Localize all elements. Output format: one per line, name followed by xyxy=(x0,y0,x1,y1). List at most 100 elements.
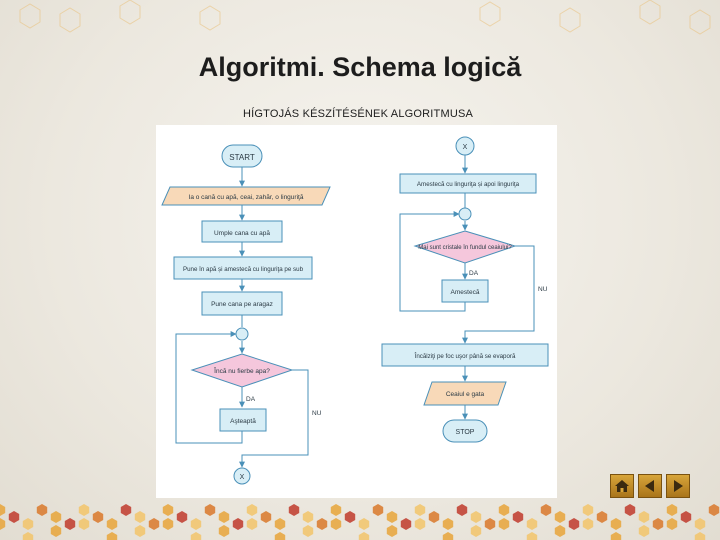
right-merge-connector xyxy=(458,207,472,221)
decorative-hexagon xyxy=(554,511,566,523)
decorative-hexagon xyxy=(372,504,384,516)
decorative-hexagon xyxy=(120,504,132,516)
right-step2-label: Încălziţi pe foc uşor până se evaporă xyxy=(414,353,516,360)
left-input-parallelogram xyxy=(161,186,331,206)
decorative-hexagon xyxy=(666,518,678,530)
slide-title: Algoritmi. Schema logică xyxy=(198,52,522,82)
left-step2-box xyxy=(173,256,313,280)
decorative-hexagon xyxy=(442,518,454,530)
decorative-hexagon xyxy=(680,511,692,523)
decorative-hexagon xyxy=(218,525,230,537)
decorative-hexagon xyxy=(50,511,62,523)
decorative-hexagon xyxy=(540,504,552,516)
next-slide-button[interactable] xyxy=(666,474,690,498)
next-icon xyxy=(674,480,683,492)
decorative-hexagon xyxy=(386,525,398,537)
right-yes-label: DA xyxy=(469,270,479,277)
home-icon xyxy=(615,480,629,492)
decorative-hexagon xyxy=(302,525,314,537)
decorative-hexagon xyxy=(302,511,314,523)
decorative-hexagon xyxy=(638,511,650,523)
decorative-hexagon xyxy=(624,504,636,516)
left-end-connector xyxy=(233,467,251,485)
decorative-hexagon xyxy=(554,525,566,537)
decorative-hexagon xyxy=(22,518,34,530)
decorative-hexagon xyxy=(50,525,62,537)
decorative-hexagon xyxy=(400,518,412,530)
home-button[interactable] xyxy=(610,474,634,498)
decorative-hexagon xyxy=(498,504,510,516)
decorative-hexagon xyxy=(204,504,216,516)
decorative-hexagon xyxy=(484,518,496,530)
decorative-hexagon xyxy=(316,518,328,530)
right-stir-box xyxy=(441,279,489,303)
decorative-hexagon xyxy=(330,518,342,530)
decorative-hexagon xyxy=(708,504,720,516)
decorative-hexagon xyxy=(386,511,398,523)
decorative-hexagon xyxy=(582,518,594,530)
decorative-hexagon xyxy=(0,504,6,516)
decorative-hexagon xyxy=(0,518,6,530)
previous-icon xyxy=(645,480,654,492)
hexagon-border-top xyxy=(19,0,711,35)
decorative-hexagon xyxy=(330,504,342,516)
decorative-hexagon xyxy=(218,511,230,523)
decorative-hexagon xyxy=(442,532,454,540)
decorative-hexagon xyxy=(246,518,258,530)
decorative-hexagon xyxy=(498,518,510,530)
decorative-hexagon xyxy=(134,511,146,523)
decorative-hexagon xyxy=(190,532,202,540)
decorative-hexagon xyxy=(176,511,188,523)
decorative-hexagon xyxy=(568,518,580,530)
right-stop-terminal xyxy=(442,419,488,443)
left-merge-connector xyxy=(235,327,249,341)
left-step2-label: Pune în apă și amestecă cu linguriţa pe … xyxy=(183,266,304,273)
right-output-parallelogram xyxy=(423,381,507,406)
right-start-connector xyxy=(455,136,475,156)
right-output-label: Ceaiul e gata xyxy=(446,391,485,398)
right-stir-label: Amestecă xyxy=(451,289,480,296)
left-start-label: START xyxy=(229,153,255,162)
left-start-terminal xyxy=(221,144,263,168)
decorative-hexagon xyxy=(414,504,426,516)
decorative-hexagon xyxy=(36,504,48,516)
right-stop-label: STOP xyxy=(456,429,475,436)
decorative-hexagon xyxy=(596,511,608,523)
right-decision-label: Mai sunt cristale în fundul ceaiului? xyxy=(418,245,512,251)
left-no-label: NU xyxy=(312,410,322,417)
decorative-hexagon xyxy=(694,518,706,530)
decorative-hexagon xyxy=(260,511,272,523)
decorative-hexagon xyxy=(134,525,146,537)
decorative-hexagon xyxy=(162,518,174,530)
left-wait-label: Aşteaptă xyxy=(230,418,256,425)
decorative-hexagon xyxy=(246,504,258,516)
decorative-hexagon xyxy=(582,504,594,516)
left-step3-label: Pune cana pe aragaz xyxy=(211,301,273,308)
decorative-hexagon xyxy=(652,518,664,530)
decorative-hexagon xyxy=(526,532,538,540)
decorative-hexagon xyxy=(92,511,104,523)
decorative-hexagon xyxy=(288,504,300,516)
left-decision-label: Încă nu fierbe apa? xyxy=(213,366,270,375)
previous-slide-button[interactable] xyxy=(638,474,662,498)
decorative-hexagon xyxy=(470,525,482,537)
decorative-hexagon xyxy=(162,504,174,516)
decorative-hexagon xyxy=(694,532,706,540)
left-end-connector-label: X xyxy=(240,474,245,481)
decorative-hexagon xyxy=(232,518,244,530)
decorative-hexagon xyxy=(106,518,118,530)
decorative-hexagon xyxy=(106,532,118,540)
left-step1-label: Umple cana cu apă xyxy=(214,230,270,237)
decorative-hexagon xyxy=(456,504,468,516)
decorative-hexagon xyxy=(190,518,202,530)
decorative-hexagon xyxy=(358,518,370,530)
left-yes-label: DA xyxy=(246,396,256,403)
decorative-hexagon xyxy=(8,511,20,523)
right-step2-box xyxy=(381,343,549,367)
left-decision-diamond xyxy=(190,353,294,388)
slide-subtitle: HÍGTOJÁS KÉSZÍTÉSÉNEK ALGORITMUSA xyxy=(242,108,474,120)
left-step3-box xyxy=(201,291,283,316)
right-decision-diamond xyxy=(413,230,517,264)
decorative-hexagon xyxy=(64,518,76,530)
decorative-hexagon xyxy=(428,511,440,523)
